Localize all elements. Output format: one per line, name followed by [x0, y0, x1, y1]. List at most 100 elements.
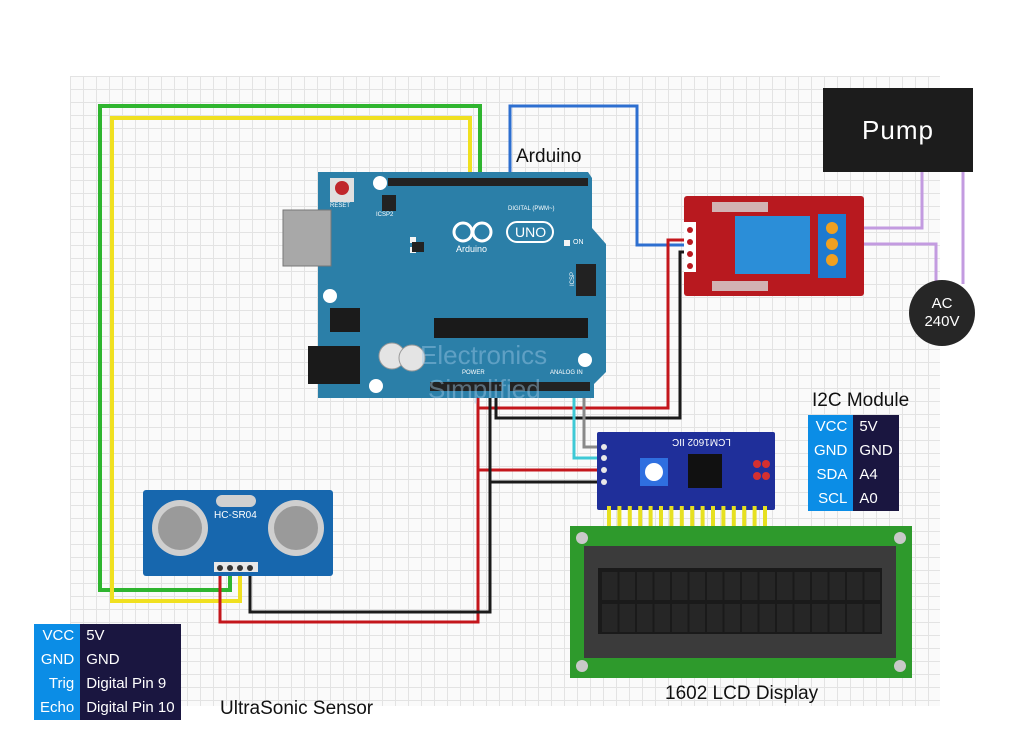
lcd-char-cell	[759, 572, 775, 600]
wire-black-gnd-sensor	[248, 387, 492, 614]
lcd-header-pin	[690, 506, 695, 532]
sensor-pin-name: GND	[34, 648, 81, 672]
ac-label-line2: 240V	[924, 313, 960, 330]
ultrasonic-label: UltraSonic Sensor	[220, 698, 374, 719]
lcd-char-cell	[742, 572, 758, 600]
i2c-model-text: LCM1602 IIC	[672, 436, 731, 447]
i2c-pin-name: SDA	[808, 463, 854, 487]
lcd-header-pin	[679, 506, 684, 532]
arduino-board	[282, 172, 606, 398]
lcd-label: 1602 LCD Display	[665, 683, 819, 704]
i2c-pin-name: GND	[808, 439, 854, 463]
ac-source: AC 240V	[909, 280, 975, 346]
arduino-label: Arduino	[516, 146, 582, 167]
arduino-small-text: Arduino	[456, 244, 488, 254]
on-label: ON	[573, 239, 584, 246]
lcd-char-cell	[794, 604, 810, 632]
wire-black-gnd-relay	[494, 250, 690, 420]
i2c-pin-connection: GND	[853, 439, 899, 463]
sensor-pin-connection: Digital Pin 10	[80, 696, 181, 720]
lcd-header-pin	[752, 506, 757, 532]
lcd-header-pin	[731, 506, 736, 532]
i2c-module	[597, 432, 775, 510]
lcd-char-cell	[864, 604, 880, 632]
lcd-header-pin	[669, 506, 674, 532]
uno-text: UNO	[515, 224, 547, 240]
lcd-char-cell	[602, 604, 618, 632]
lcd-char-cell	[602, 572, 618, 600]
pump-label: Pump	[862, 114, 934, 145]
lcd-char-cell	[654, 572, 670, 600]
sensor-pin-connection: 5V	[80, 624, 181, 648]
wire-blue-relay	[508, 104, 690, 247]
ac-label-line1: AC	[931, 295, 953, 312]
lcd-char-cell	[707, 572, 723, 600]
wire-yellow-echo	[110, 116, 472, 603]
icsp2-label: ICSP2	[376, 212, 394, 218]
lcd-char-cell	[724, 572, 740, 600]
wire-purple-2	[838, 242, 938, 282]
lcd-char-cell	[829, 604, 845, 632]
lcd-header-pin	[638, 506, 643, 532]
lcd-char-cell	[812, 604, 828, 632]
reset-label: RESET	[330, 203, 351, 209]
i2c-pin-connection: 5V	[853, 415, 899, 439]
lcd-display	[570, 506, 912, 678]
relay-module	[684, 196, 864, 296]
i2c-module-title: I2C Module	[812, 390, 910, 411]
lcd-char-cell	[637, 604, 653, 632]
sensor-pin-name: VCC	[34, 624, 81, 648]
sensor-pin-connection: GND	[80, 648, 181, 672]
wire-red-5v-sensor	[218, 387, 480, 624]
lcd-char-cell	[672, 604, 688, 632]
lcd-header-pin	[659, 506, 663, 532]
lcd-char-cell	[829, 572, 845, 600]
lcd-char-cell	[672, 572, 688, 600]
lcd-char-cell	[637, 572, 653, 600]
i2c-pin-connection: A4	[853, 463, 899, 487]
digital-label: DIGITAL (PWM~)	[508, 206, 555, 212]
lcd-char-cell	[777, 604, 793, 632]
lcd-header-pin	[627, 506, 632, 532]
lcd-header-pin	[617, 506, 622, 532]
analog-in-label: ANALOG IN	[550, 370, 583, 376]
lcd-char-cell	[689, 572, 705, 600]
lcd-header-pin	[711, 506, 715, 532]
sensor-pin-name: Trig	[34, 672, 81, 696]
lcd-char-cell	[619, 572, 635, 600]
watermark-line2: Simplified	[428, 374, 541, 404]
watermark-line1: Electronics	[420, 340, 548, 370]
lcd-char-cell	[864, 572, 880, 600]
lcd-char-cell	[759, 604, 775, 632]
sensor-model-text: HC-SR04	[214, 510, 257, 521]
i2c-pin-connection: A0	[853, 487, 899, 511]
icsp-label: ICSP	[570, 271, 577, 287]
lcd-char-cell	[742, 604, 758, 632]
lcd-header-pin	[763, 506, 767, 532]
lcd-header-pin	[742, 506, 747, 532]
wire-sda	[572, 387, 598, 460]
wire-purple-1	[838, 172, 924, 230]
lcd-char-cell	[619, 604, 635, 632]
lcd-header-pin	[648, 506, 653, 532]
arduino-logo	[452, 221, 554, 243]
i2c-pin-name: VCC	[808, 415, 854, 439]
lcd-char-cell	[847, 572, 863, 600]
sensor-pin-connection: Digital Pin 9	[80, 672, 181, 696]
lcd-char-cell	[794, 572, 810, 600]
wire-scl	[582, 387, 598, 449]
wire-green-trig	[98, 104, 482, 592]
lcd-char-cell	[724, 604, 740, 632]
lcd-char-cell	[689, 604, 705, 632]
lcd-char-cell	[777, 572, 793, 600]
